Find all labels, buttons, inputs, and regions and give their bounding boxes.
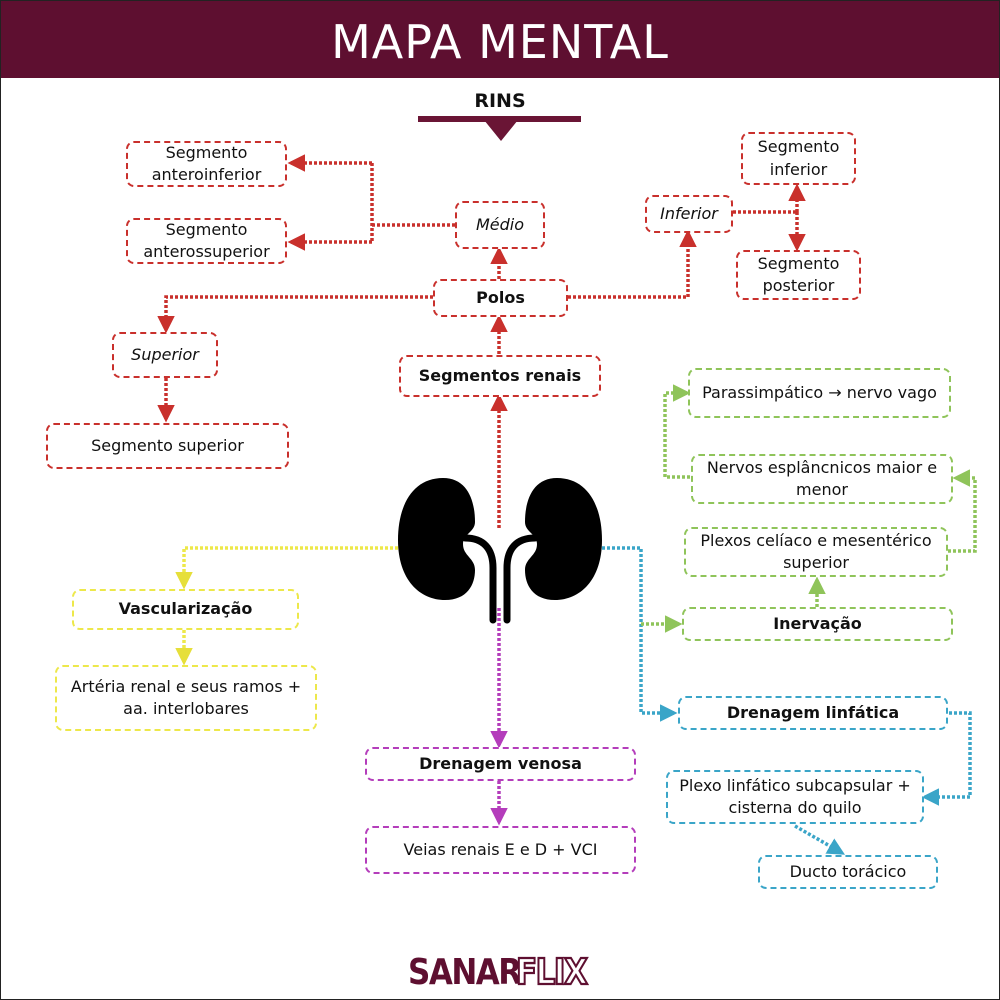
node-plexo-linfatico: Plexo linfático subcapsular + cisterna d… xyxy=(666,770,924,824)
node-veias-renais: Veias renais E e D + VCI xyxy=(365,826,636,874)
node-superior: Superior xyxy=(112,332,218,378)
node-polos: Polos xyxy=(433,279,568,317)
node-parassimpatico: Parassimpático → nervo vago xyxy=(688,368,951,418)
page-title: MAPA MENTAL xyxy=(331,15,669,69)
node-inervacao: Inervação xyxy=(682,607,953,641)
root-topic: RINS xyxy=(474,90,526,112)
root-arrow-icon xyxy=(484,120,518,141)
node-ducto-toracico: Ducto torácico xyxy=(758,855,938,889)
node-plexos-celiaco: Plexos celíaco e mesentérico superior xyxy=(684,527,948,577)
node-segmentos-renais: Segmentos renais xyxy=(399,355,601,397)
node-segmento-anterossuperior: Segmento anterossuperior xyxy=(126,218,287,264)
vascularizacao-connectors xyxy=(175,546,398,666)
kidneys-icon xyxy=(398,478,602,624)
node-arteria-renal: Artéria renal e seus ramos + aa. interlo… xyxy=(55,665,317,731)
node-drenagem-venosa: Drenagem venosa xyxy=(365,747,636,781)
logo-sanar: SANAR xyxy=(408,952,522,994)
logo-flix: FLIX xyxy=(515,951,589,995)
sanarflix-logo: SANAR FLIX xyxy=(408,951,594,995)
node-segmento-inferior: Segmento inferior xyxy=(741,132,856,185)
node-drenagem-linfatica: Drenagem linfática xyxy=(678,696,948,730)
inervacao-connectors xyxy=(641,384,977,633)
node-segmento-posterior: Segmento posterior xyxy=(736,250,861,300)
header-banner: MAPA MENTAL xyxy=(1,1,999,78)
drenagem-linfatica-connectors xyxy=(602,546,972,855)
node-medio: Médio xyxy=(455,201,545,249)
node-nervos-esplancnicos: Nervos esplâncnicos maior e menor xyxy=(691,454,953,504)
root-underline xyxy=(418,116,581,122)
node-inferior: Inferior xyxy=(645,195,733,233)
node-vascularizacao: Vascularização xyxy=(72,589,299,630)
node-segmento-anteroinferior: Segmento anteroinferior xyxy=(126,141,287,187)
segmentos-connectors xyxy=(157,154,806,528)
node-segmento-superior: Segmento superior xyxy=(46,423,289,469)
